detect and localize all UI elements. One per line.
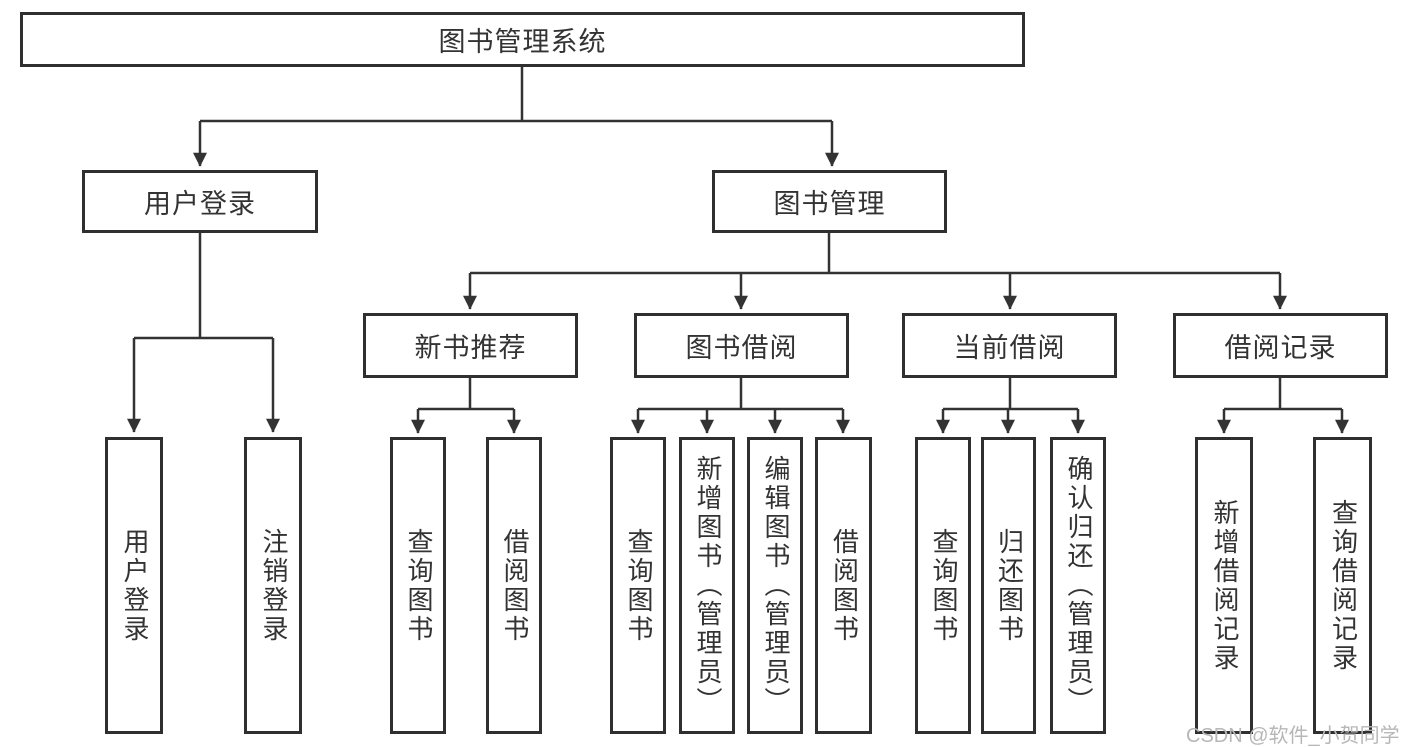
leaf-rec-query-books: 查询图书 bbox=[390, 437, 446, 734]
node-book-mgmt-label: 图书管理 bbox=[773, 189, 886, 219]
leaf-add-borrow-record: 新增借阅记录 bbox=[1195, 437, 1253, 734]
leaf-add-books-admin: 新增图书（管理员） bbox=[679, 437, 735, 734]
leaf-logout-label: 注销登录 bbox=[258, 527, 289, 644]
leaf-borrow-borrow-books: 借阅图书 bbox=[815, 437, 872, 734]
leaf-borrow-borrow-books-label: 借阅图书 bbox=[829, 527, 860, 644]
leaf-borrow-query-books-label: 查询图书 bbox=[623, 527, 654, 644]
leaf-user-login: 用户登录 bbox=[105, 437, 163, 734]
leaf-confirm-return-admin-label: 确认归还（管理员） bbox=[1063, 455, 1094, 716]
leaf-rec-borrow-books-label: 借阅图书 bbox=[499, 527, 530, 644]
connector-borrow-records bbox=[1224, 378, 1342, 411]
node-book-borrow-label: 图书借阅 bbox=[685, 333, 798, 363]
leaf-edit-books-admin-label: 编辑图书（管理员） bbox=[760, 455, 791, 716]
node-new-book-rec-label: 新书推荐 bbox=[414, 333, 527, 363]
connector-root bbox=[200, 67, 832, 123]
node-current-borrow: 当前借阅 bbox=[902, 313, 1117, 378]
node-root-label: 图书管理系统 bbox=[438, 27, 607, 57]
node-book-borrow: 图书借阅 bbox=[634, 313, 849, 378]
node-user-login: 用户登录 bbox=[82, 170, 318, 233]
connector-new-book-rec bbox=[418, 378, 514, 411]
leaf-query-borrow-record: 查询借阅记录 bbox=[1313, 437, 1372, 734]
leaf-user-login-label: 用户登录 bbox=[119, 527, 150, 644]
node-user-login-label: 用户登录 bbox=[144, 189, 256, 219]
node-borrow-records-label: 借阅记录 bbox=[1224, 333, 1337, 363]
connector-book-borrow bbox=[638, 378, 843, 411]
leaf-return-books: 归还图书 bbox=[981, 437, 1036, 734]
node-current-borrow-label: 当前借阅 bbox=[953, 333, 1066, 363]
leaf-add-borrow-record-label: 新增借阅记录 bbox=[1209, 498, 1240, 673]
leaf-current-query-books: 查询图书 bbox=[915, 437, 971, 734]
node-borrow-records: 借阅记录 bbox=[1173, 313, 1388, 378]
leaf-return-books-label: 归还图书 bbox=[994, 527, 1025, 644]
connector-book-mgmt bbox=[470, 233, 1280, 275]
node-root: 图书管理系统 bbox=[20, 12, 1025, 67]
node-new-book-rec: 新书推荐 bbox=[363, 313, 578, 378]
leaf-add-books-admin-label: 新增图书（管理员） bbox=[692, 455, 723, 716]
leaf-logout: 注销登录 bbox=[244, 437, 302, 734]
watermark-text: CSDN @软件_小贺同学 bbox=[1186, 725, 1400, 747]
connector-user-login bbox=[134, 233, 273, 340]
leaf-rec-borrow-books: 借阅图书 bbox=[486, 437, 542, 734]
leaf-current-query-books-label: 查询图书 bbox=[928, 527, 959, 644]
leaf-rec-query-books-label: 查询图书 bbox=[403, 527, 434, 644]
connector-current-borrow bbox=[943, 378, 1078, 411]
leaf-query-borrow-record-label: 查询借阅记录 bbox=[1328, 498, 1359, 673]
leaf-confirm-return-admin: 确认归还（管理员） bbox=[1050, 437, 1106, 734]
node-book-mgmt: 图书管理 bbox=[712, 170, 947, 233]
leaf-edit-books-admin: 编辑图书（管理员） bbox=[747, 437, 803, 734]
leaf-borrow-query-books: 查询图书 bbox=[610, 437, 666, 734]
